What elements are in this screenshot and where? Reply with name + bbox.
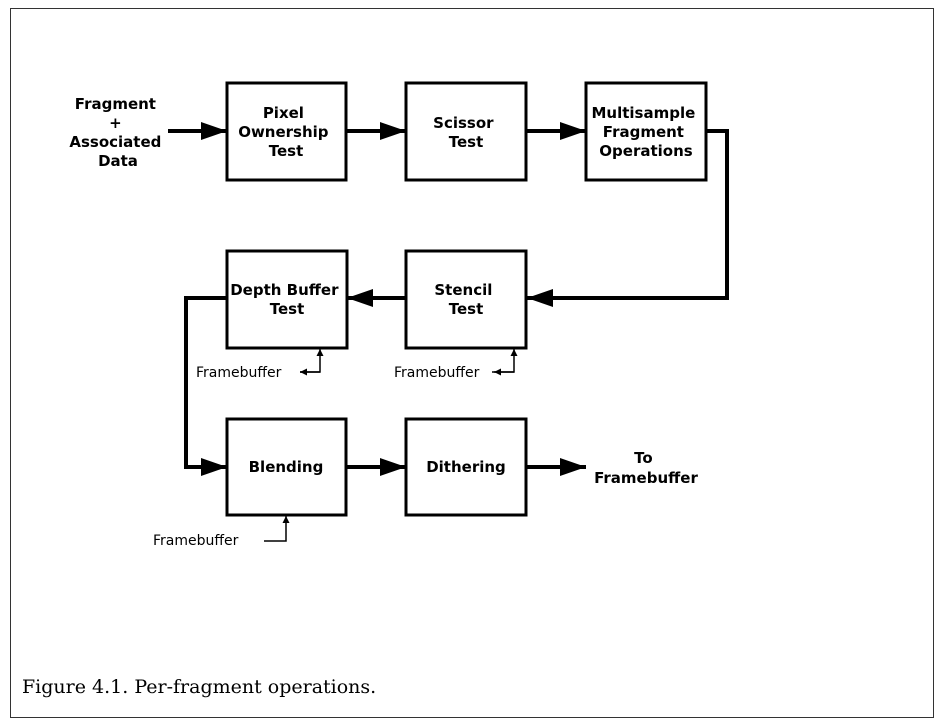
arrow-depth-to-blending	[184, 296, 227, 476]
output-label: To Framebuffer	[594, 449, 698, 487]
box-scissor	[404, 81, 528, 182]
framebuffer-label-blending: Framebuffer	[153, 533, 239, 549]
framebuffer-label-depth: Framebuffer	[196, 365, 282, 381]
label-blending: Blending	[249, 458, 324, 476]
box-pixel-ownership	[225, 81, 348, 182]
figure-frame	[10, 8, 934, 718]
box-dithering	[404, 417, 528, 517]
figure-caption: Figure 4.1. Per-fragment operations.	[22, 676, 377, 698]
framebuffer-arrow-depth	[300, 349, 324, 373]
connectors	[168, 122, 729, 542]
box-blending	[225, 417, 348, 517]
box-multisample	[584, 81, 708, 182]
box-depth	[225, 249, 349, 350]
framebuffer-arrow-blending	[264, 516, 290, 542]
label-dithering: Dithering	[426, 458, 506, 476]
box-stencil	[404, 249, 528, 350]
input-label: Fragment + Associated Data	[69, 95, 166, 170]
label-multisample: Multisample Fragment Operations	[591, 104, 700, 160]
framebuffer-arrow-stencil	[492, 349, 518, 373]
framebuffer-label-stencil: Framebuffer	[394, 365, 480, 381]
label-pixel-ownership: Pixel Ownership Test	[238, 104, 334, 160]
label-scissor: Scissor Test	[433, 114, 499, 151]
boxes	[225, 81, 708, 517]
arrow-multisample-to-stencil	[527, 129, 729, 307]
label-depth: Depth Buffer Test	[230, 281, 344, 318]
label-stencil: Stencil Test	[434, 281, 497, 318]
